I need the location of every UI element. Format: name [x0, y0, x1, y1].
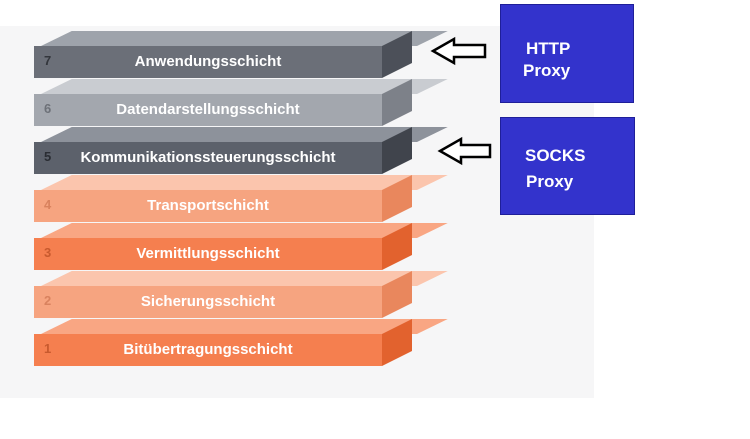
layer-label: Anwendungsschicht [134, 53, 282, 70]
left-arrow-icon [437, 136, 492, 166]
layer-number: 4 [44, 197, 52, 212]
layer-number: 6 [44, 101, 52, 116]
layer-label: Kommunikationssteuerungsschicht [80, 149, 336, 166]
layer-front-face [34, 190, 382, 222]
layer-label: Bitübertragungsschicht [123, 341, 293, 358]
socks-proxy-line1: SOCKS [525, 146, 586, 165]
http-proxy-line1: HTTP [526, 39, 571, 58]
socks-proxy-box: SOCKS Proxy [500, 117, 635, 215]
layer-number: 3 [44, 245, 52, 260]
osi-layer-1: 1 Bitübertragungsschicht [34, 319, 448, 367]
layer-number: 2 [44, 293, 52, 308]
layer-label: Vermittlungsschicht [136, 245, 280, 262]
socks-proxy-line2: Proxy [526, 172, 574, 191]
layer-front-face [34, 46, 382, 78]
layer-number: 5 [44, 149, 52, 164]
layer-label: Datendarstellungsschicht [116, 101, 300, 118]
osi-layer-3: 3 Vermittlungsschicht [34, 223, 448, 271]
layer-label: Sicherungsschicht [140, 293, 276, 310]
layer-front-face [34, 238, 382, 270]
osi-layer-4: 4 Transportschicht [34, 175, 448, 223]
left-arrow-icon [430, 36, 487, 66]
layer-front-face [34, 142, 382, 174]
http-proxy-box: HTTP Proxy [500, 4, 634, 103]
osi-layer-2: 2 Sicherungsschicht [34, 271, 448, 319]
layer-label: Transportschicht [147, 197, 269, 214]
layer-front-face [34, 286, 382, 318]
layer-front-face [34, 334, 382, 366]
osi-layer-6: 6 Datendarstellungsschicht [34, 79, 448, 127]
osi-layer-5: 5 Kommunikationssteuerungsschicht [34, 127, 448, 175]
http-proxy-line2: Proxy [523, 61, 571, 80]
layer-number: 1 [44, 341, 52, 356]
layer-number: 7 [44, 53, 52, 68]
layer-front-face [34, 94, 382, 126]
osi-layer-7: 7 Anwendungsschicht [34, 31, 448, 79]
